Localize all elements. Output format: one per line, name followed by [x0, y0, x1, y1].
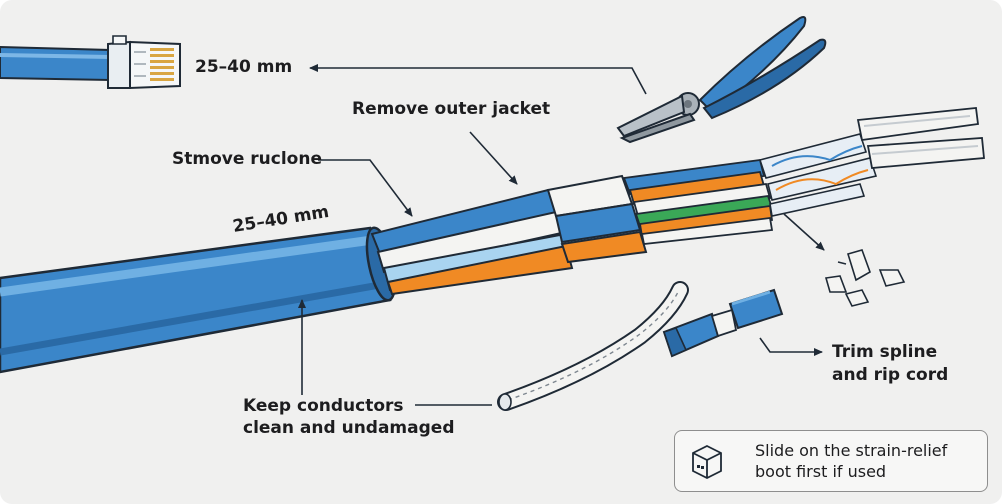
trimmed-debris — [826, 250, 904, 306]
spline-rip-cord — [499, 290, 680, 410]
patch-cable-top — [0, 47, 110, 80]
box-icon — [691, 444, 723, 480]
twisted-pairs — [372, 108, 984, 294]
stmove-ruclone-label: Stmove ruclone — [172, 149, 322, 170]
remove-outer-jacket-label: Remove outer jacket — [352, 99, 550, 120]
length-label-top: 25–40 mm — [195, 57, 292, 78]
pliers-icon — [618, 17, 825, 142]
note-line1: Slide on the strain-relief — [755, 441, 947, 460]
note-text: Slide on the strain-relief boot first if … — [755, 440, 947, 482]
keep-conductors-label-line1: Keep conductors — [243, 396, 404, 417]
outer-jacket — [0, 225, 400, 372]
rj45-plug-icon — [108, 36, 180, 88]
note-line2: boot first if used — [755, 462, 886, 481]
keep-conductors-label-line2: clean and undamaged — [243, 418, 455, 439]
strain-relief-note: Slide on the strain-relief boot first if … — [674, 430, 988, 492]
trim-spline-label-line1: Trim spline — [832, 342, 937, 363]
trim-spline-label-line2: and rip cord — [832, 365, 948, 386]
